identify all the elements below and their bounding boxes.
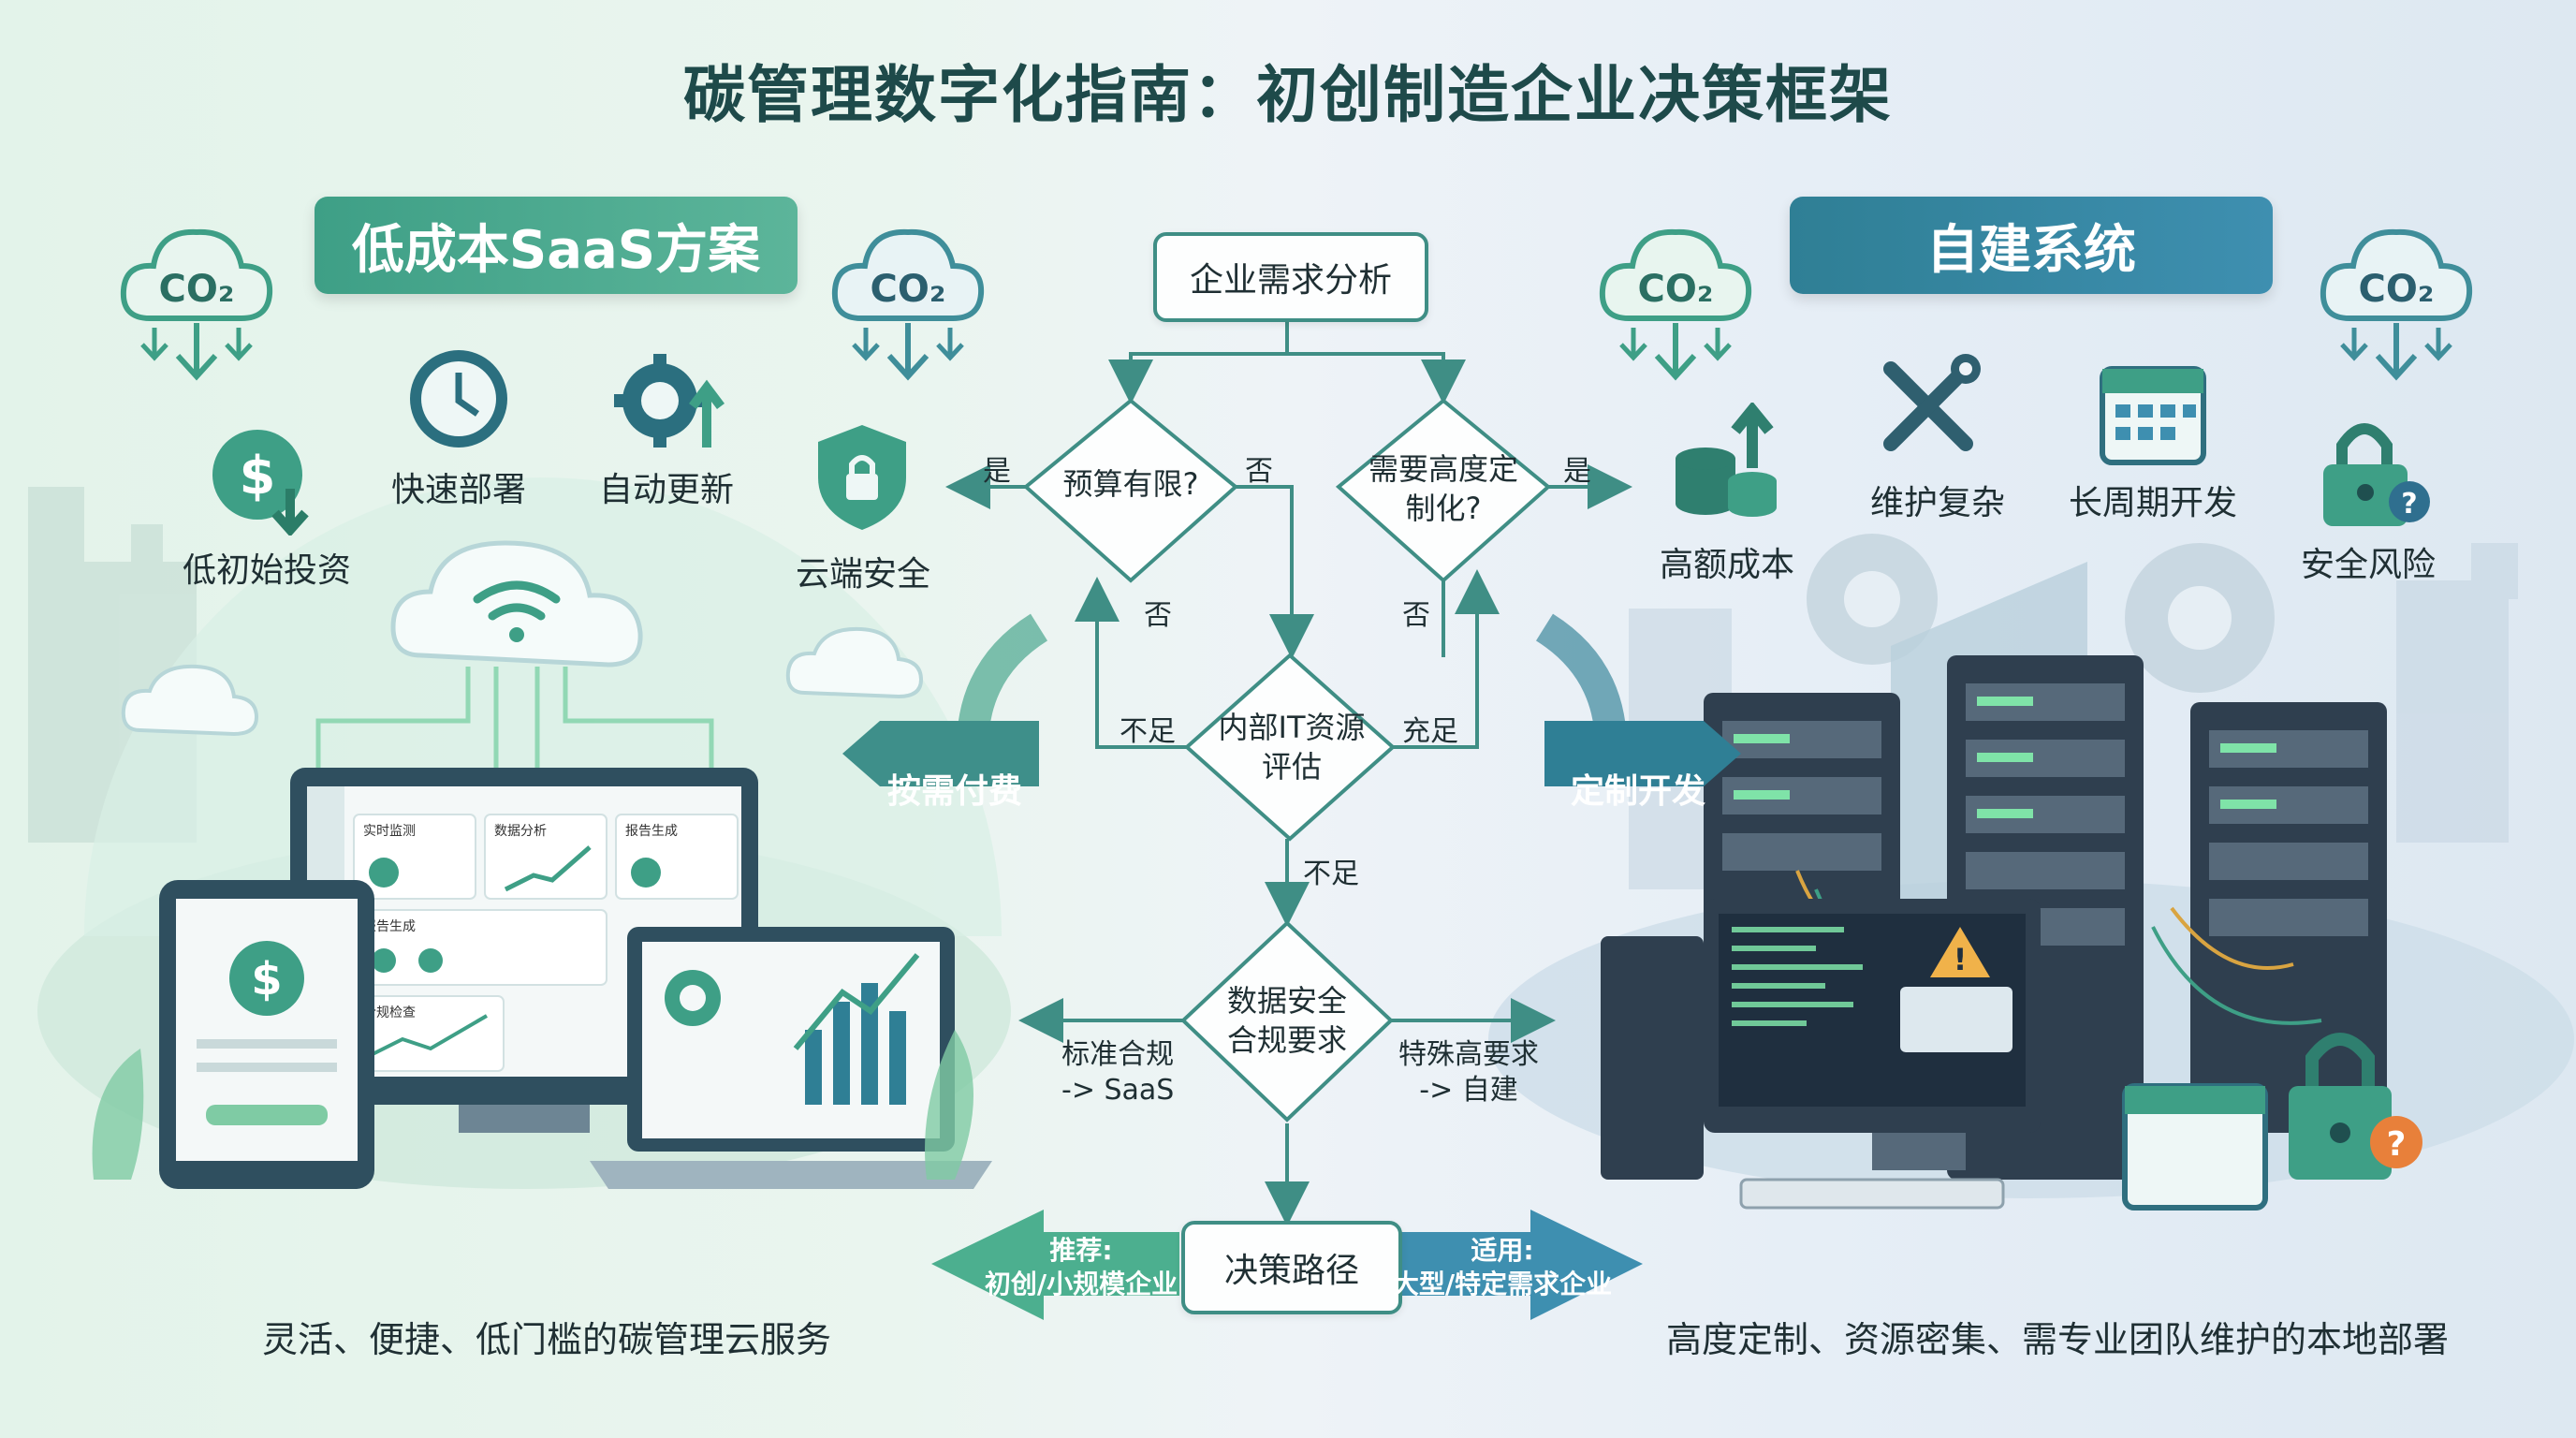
calendar-icon <box>2100 366 2206 465</box>
wifi-icon <box>473 580 561 621</box>
svg-text:$: $ <box>240 446 276 506</box>
feature-label: 快速部署 <box>390 471 526 509</box>
decision-node: 决策路径 <box>1181 1221 1402 1314</box>
clock-icon <box>410 350 507 448</box>
edge-label-std-compliance: 标准合规 -> SaaS <box>1061 1038 1175 1107</box>
svg-text:?: ? <box>2387 1125 2407 1164</box>
recommend-label: 推荐: 初创/小规模企业 <box>984 1235 1178 1299</box>
edge-label-special-req: 特殊高要求 -> 自建 <box>1398 1038 1539 1107</box>
wrench-screwdriver-icon <box>1883 354 1981 451</box>
feature-label: 低初始投资 <box>182 551 351 590</box>
feature-label: 长周期开发 <box>2068 484 2237 522</box>
applicable-label: 适用: 大型/特定需求企业 <box>1392 1235 1613 1299</box>
self-built-footer: 高度定制、资源密集、需专业团队维护的本地部署 <box>1666 1319 2450 1360</box>
edge-label-insufficient: 不足 <box>1120 715 1176 748</box>
co2-cloud-icon: CO₂ <box>120 228 273 381</box>
lock-question-icon: ? <box>2323 423 2430 526</box>
dollar-down-icon: $ <box>212 430 309 536</box>
recommend-arrow <box>931 1210 1179 1320</box>
gear-update-icon <box>614 354 724 448</box>
dashboard-label: 数据分析 <box>494 824 547 839</box>
edge-label-no: 否 <box>1245 455 1273 488</box>
feature-label: 自动更新 <box>598 471 734 509</box>
svg-text:!: ! <box>1954 942 1968 977</box>
custom-diamond <box>1335 398 1552 583</box>
dashboard-label: 报告生成 <box>625 824 678 839</box>
edge-label-no: 否 <box>1402 599 1430 632</box>
dashboard-label: 报告生成 <box>363 919 416 934</box>
co2-cloud-icon: CO₂ <box>831 228 985 381</box>
dashboard-label: 合规检查 <box>363 1005 416 1020</box>
co2-label: CO₂ <box>2359 268 2435 311</box>
budget-label: 预算有限? <box>1062 466 1199 502</box>
budget-diamond <box>1022 398 1239 583</box>
pay-as-you-go-arrow <box>842 613 1048 786</box>
pay-as-you-go-label: 按需付费 <box>886 772 1022 811</box>
edge-label-insufficient: 不足 <box>1303 858 1359 890</box>
security-diamond <box>1180 920 1394 1123</box>
co2-label: CO₂ <box>1638 268 1714 311</box>
dollar-icon: $ <box>251 953 282 1005</box>
feature-label: 高额成本 <box>1659 546 1794 584</box>
security-label: 数据安全合规要求 <box>1226 983 1347 1058</box>
applicable-arrow <box>1395 1210 1643 1320</box>
edge-label-yes: 是 <box>1563 455 1591 488</box>
start-node: 企业需求分析 <box>1153 232 1428 322</box>
coins-up-icon <box>1676 403 1777 517</box>
saas-banner: 低成本SaaS方案 <box>315 197 798 294</box>
co2-cloud-icon: CO₂ <box>2320 228 2473 381</box>
feature-label: 云端安全 <box>795 555 930 594</box>
shield-lock-icon <box>818 425 906 530</box>
it-eval-diamond <box>1183 653 1397 842</box>
feature-label: 安全风险 <box>2300 546 2436 584</box>
edge-label-yes: 是 <box>983 455 1011 488</box>
svg-text:?: ? <box>2401 488 2417 521</box>
custom-dev-arrow <box>1535 613 1741 786</box>
edge-label-sufficient: 充足 <box>1402 715 1458 748</box>
feature-label: 维护复杂 <box>1869 484 2005 522</box>
co2-cloud-icon: CO₂ <box>1599 228 1752 381</box>
self-built-banner: 自建系统 <box>1790 197 2273 294</box>
saas-footer: 灵活、便捷、低门槛的碳管理云服务 <box>262 1319 832 1360</box>
edge-label-no: 否 <box>1144 599 1172 632</box>
it-eval-label: 内部IT资源评估 <box>1218 710 1366 785</box>
page-title: 碳管理数字化指南：初创制造企业决策框架 <box>683 59 1893 131</box>
co2-label: CO₂ <box>871 268 946 311</box>
custom-dev-label: 定制开发 <box>1570 772 1705 811</box>
co2-label: CO₂ <box>159 268 235 311</box>
custom-label: 需要高度定制化? <box>1368 451 1518 526</box>
self-built-illustration: ! ? <box>1601 534 2422 1211</box>
dashboard-label: 实时监测 <box>363 824 416 839</box>
saas-illustration: 实时监测 数据分析 报告生成 报告生成 合规检查 $ <box>92 540 992 1189</box>
